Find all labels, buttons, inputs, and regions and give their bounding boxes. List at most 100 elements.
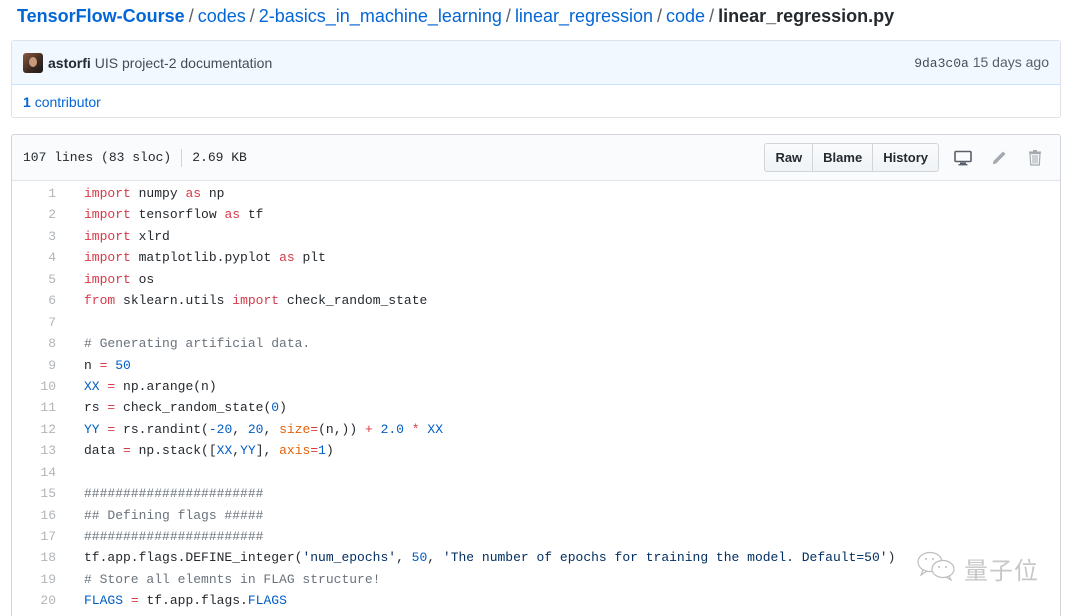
line-number[interactable]: 2 <box>48 207 56 223</box>
breadcrumb-separator: / <box>657 6 663 26</box>
line-content: rs = check_random_state(0) <box>84 400 287 416</box>
line-content: ####################### <box>84 486 264 502</box>
code-line: 7 <box>12 312 1060 333</box>
file-line-count: 107 lines (83 sloc) <box>23 150 172 165</box>
file-header: 107 lines (83 sloc) 2.69 KB Raw Blame Hi… <box>12 135 1060 181</box>
code-line: 3 import xlrd <box>12 226 1060 247</box>
line-content: import tensorflow as tf <box>84 207 264 223</box>
line-content: YY = rs.randint(-20, 20, size=(n,)) + 2.… <box>84 421 444 437</box>
file-actions-group: Raw Blame History <box>764 143 939 172</box>
code-line: 15 ####################### <box>12 483 1060 504</box>
file-size: 2.69 KB <box>192 150 247 165</box>
code-line: 6 from sklearn.utils import check_random_… <box>12 290 1060 311</box>
line-number[interactable]: 13 <box>40 443 56 459</box>
line-number[interactable]: 15 <box>40 486 56 502</box>
trash-icon[interactable] <box>1025 148 1045 168</box>
commit-message-link[interactable]: UIS project-2 documentation <box>94 54 273 71</box>
contributors-link[interactable]: 1 contributor <box>23 94 101 110</box>
line-content: import os <box>84 271 155 287</box>
commit-time: 15 days ago <box>972 54 1049 70</box>
raw-button[interactable]: Raw <box>764 143 814 172</box>
watermark: 量子位 <box>916 551 1039 586</box>
line-content: ## Defining flags ##### <box>84 507 264 523</box>
breadcrumb-code-link[interactable]: code <box>666 6 706 26</box>
commit-author-link[interactable]: astorfi <box>48 54 91 71</box>
pencil-icon[interactable] <box>989 148 1009 168</box>
line-number[interactable]: 10 <box>40 378 56 394</box>
line-number[interactable]: 20 <box>40 593 56 609</box>
line-number[interactable]: 9 <box>48 357 56 373</box>
history-button[interactable]: History <box>873 143 939 172</box>
line-number[interactable]: 8 <box>48 336 56 352</box>
line-number[interactable]: 3 <box>48 228 56 244</box>
contributor-label: contributor <box>34 93 101 110</box>
breadcrumb-repo-link[interactable]: TensorFlow-Course <box>17 6 185 26</box>
code-line: 1 import numpy as np <box>12 183 1060 204</box>
line-content: data = np.stack([XX,YY], axis=1) <box>84 443 334 459</box>
code-line: 10 XX = np.arange(n) <box>12 376 1060 397</box>
breadcrumb-separator: / <box>249 6 255 26</box>
line-content: n = 50 <box>84 357 131 373</box>
breadcrumb-separator: / <box>188 6 194 26</box>
code-line: 8# Generating artificial data. <box>12 333 1060 354</box>
line-number[interactable]: 7 <box>48 314 56 330</box>
code-line: 13 data = np.stack([XX,YY], axis=1) <box>12 440 1060 461</box>
breadcrumb-separator: / <box>505 6 511 26</box>
breadcrumb-codes-link[interactable]: codes <box>197 6 246 26</box>
line-number[interactable]: 14 <box>40 464 56 480</box>
code-table: 1 import numpy as np 2 import tensorflow a… <box>12 181 1060 612</box>
line-content: import xlrd <box>84 228 170 244</box>
code-line: 4 import matplotlib.pyplot as plt <box>12 247 1060 268</box>
file-icon-actions <box>953 148 1049 168</box>
line-number[interactable]: 19 <box>40 571 56 587</box>
breadcrumb-current-file: linear_regression.py <box>718 6 895 26</box>
line-content: tf.app.flags.DEFINE_integer('num_epochs'… <box>84 550 896 566</box>
breadcrumb-linear-regression-link[interactable]: linear_regression <box>514 6 654 26</box>
line-number[interactable]: 17 <box>40 529 56 544</box>
line-number[interactable]: 18 <box>40 550 56 566</box>
line-content: from sklearn.utils import check_random_s… <box>84 293 428 309</box>
file-info: 107 lines (83 sloc) 2.69 KB <box>23 148 247 167</box>
line-number[interactable]: 12 <box>40 421 56 437</box>
code-line: 9 n = 50 <box>12 355 1060 376</box>
breadcrumb: TensorFlow-Course/codes/2-basics_in_mach… <box>17 4 894 28</box>
code-line: 19 # Store all elemnts in FLAG structure! <box>12 569 1060 590</box>
line-number[interactable]: 5 <box>48 271 56 287</box>
code-line: 12 YY = rs.randint(-20, 20, size=(n,)) + … <box>12 419 1060 440</box>
avatar[interactable] <box>23 52 43 73</box>
code-line: 20 FLAGS = tf.app.flags.FLAGS <box>12 590 1060 611</box>
blame-button[interactable]: Blame <box>813 143 874 172</box>
line-content: FLAGS = tf.app.flags.FLAGS <box>84 593 287 609</box>
line-number[interactable]: 11 <box>40 400 56 416</box>
commit-sha-link[interactable]: 9da3c0a <box>914 56 969 71</box>
code-line: 18 tf.app.flags.DEFINE_integer('num_epoch… <box>12 547 1060 568</box>
latest-commit-row: astorfi UIS project-2 documentation 9da3… <box>12 41 1060 85</box>
line-number[interactable]: 16 <box>40 507 56 523</box>
desktop-icon[interactable] <box>953 148 973 168</box>
line-number[interactable]: 1 <box>48 186 56 201</box>
line-content: import matplotlib.pyplot as plt <box>84 250 326 266</box>
line-content: import numpy as np <box>84 186 225 201</box>
code-line: 14 <box>12 462 1060 483</box>
line-number[interactable]: 4 <box>48 250 56 266</box>
line-content: XX = np.arange(n) <box>84 378 217 394</box>
commit-meta: 9da3c0a 15 days ago <box>914 54 1049 71</box>
wechat-icon <box>916 551 960 586</box>
line-content: # Store all elemnts in FLAG structure! <box>84 571 381 587</box>
line-number[interactable]: 6 <box>48 293 56 309</box>
code-line: 17 ####################### <box>12 526 1060 547</box>
watermark-text: 量子位 <box>964 557 1039 585</box>
contributors-row: 1 contributor <box>12 85 1060 117</box>
code-line: 16 ## Defining flags ##### <box>12 505 1060 526</box>
line-content <box>56 312 84 333</box>
code-line: 5 import os <box>12 269 1060 290</box>
breadcrumb-basics-link[interactable]: 2-basics_in_machine_learning <box>258 6 502 26</box>
contributor-count: 1 <box>23 93 31 110</box>
breadcrumb-separator: / <box>709 6 715 26</box>
line-content <box>56 462 84 483</box>
commit-tease: astorfi UIS project-2 documentation 9da3… <box>11 40 1061 118</box>
code-line: 2 import tensorflow as tf <box>12 204 1060 225</box>
line-content: ####################### <box>84 529 264 544</box>
code-line: 11 rs = check_random_state(0) <box>12 397 1060 418</box>
file-viewer: 107 lines (83 sloc) 2.69 KB Raw Blame Hi… <box>11 134 1061 616</box>
